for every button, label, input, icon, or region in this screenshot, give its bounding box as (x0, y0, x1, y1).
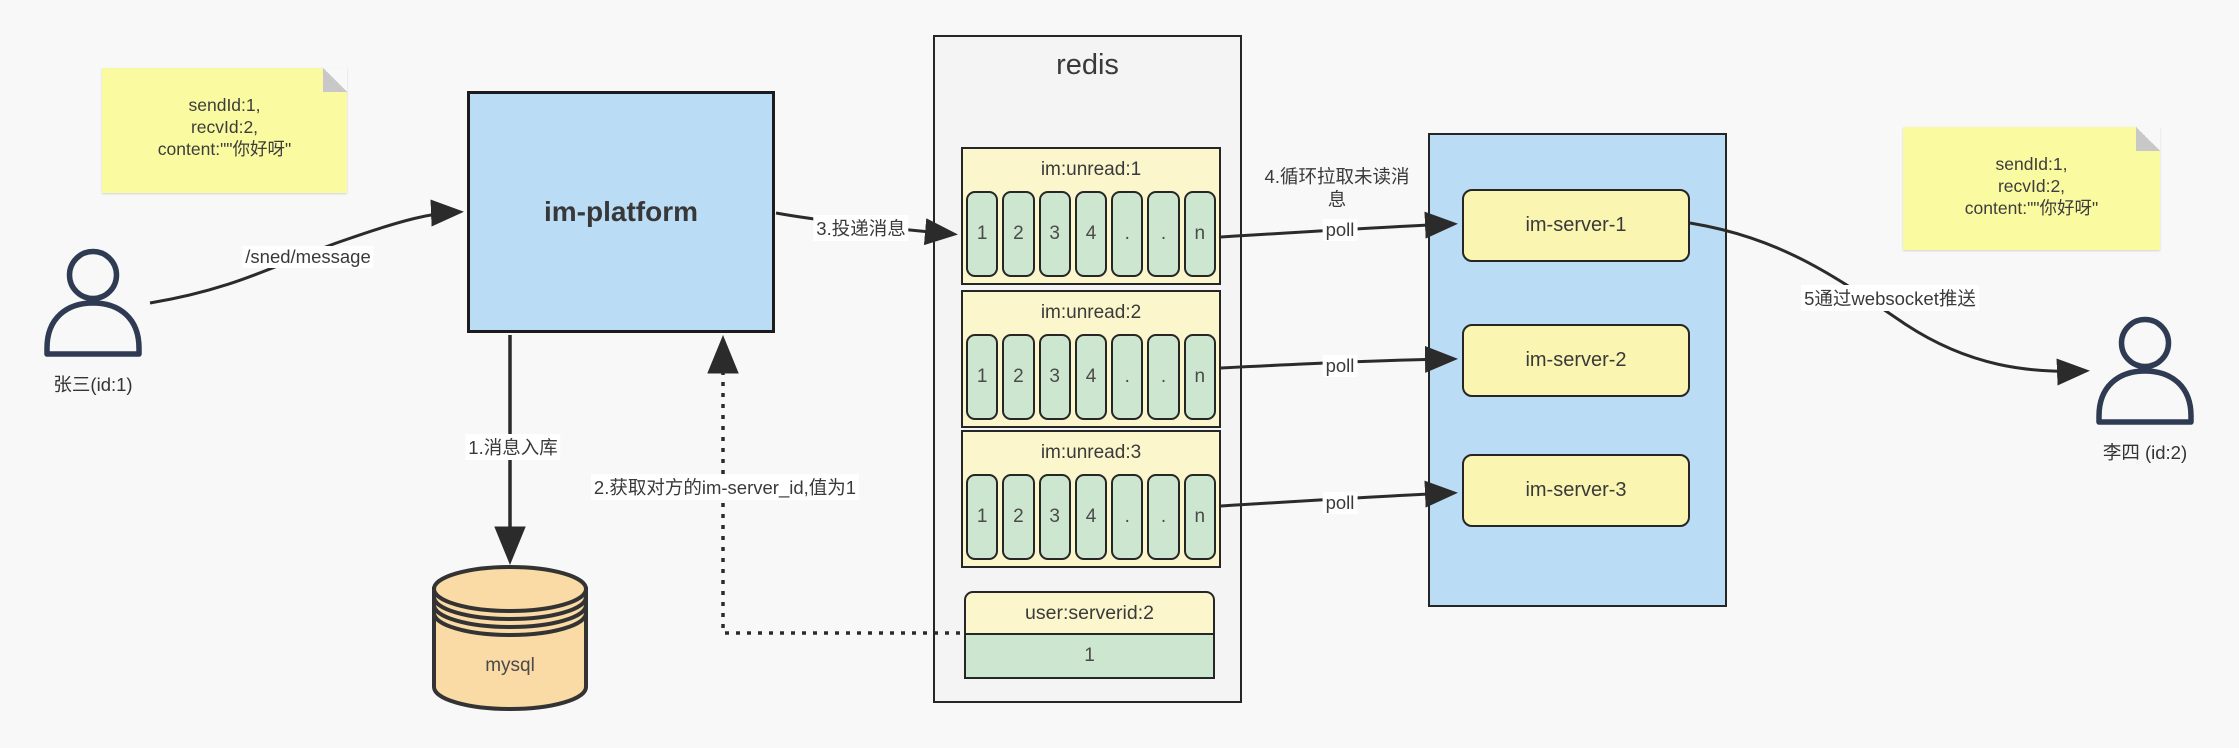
queue-cell: 4 (1074, 191, 1108, 277)
edge-label-push: 5通过websocket推送 (1801, 285, 1979, 311)
queue-cell: 3 (1038, 191, 1071, 277)
kv-header: user:serverid:2 (964, 591, 1215, 635)
note-line: content:""你好呀" (1964, 198, 2099, 218)
queue-header: im:unread:1 (1040, 159, 1142, 180)
edge-label-get-server: 2.获取对方的im-server_id,值为1 (590, 474, 860, 500)
edge-label-deliver: 3.投递消息 (813, 215, 909, 241)
queue-cell: n (1183, 334, 1216, 420)
database-cylinder-icon (432, 565, 588, 711)
person-icon (2096, 316, 2194, 425)
server-label: im-server-1 (1525, 214, 1627, 236)
note-line: sendId:1, (188, 95, 261, 115)
user-lisi: 李四 (id:2) (2090, 316, 2200, 465)
queue-cell: . (1111, 191, 1144, 277)
edge-label-poll-3: poll (1322, 492, 1358, 514)
message-note-left: sendId:1, recvId:2, content:""你好呀" (102, 68, 347, 193)
mysql-label: mysql (485, 655, 535, 676)
edge-label-poll-2: poll (1322, 355, 1358, 377)
message-note-right: sendId:1, recvId:2, content:""你好呀" (1903, 127, 2160, 250)
queue-cell: n (1183, 191, 1216, 277)
queue-cell: 2 (1002, 191, 1035, 277)
im-platform-label: im-platform (544, 196, 698, 227)
queue-im-unread-3: im:unread:3 1 2 3 4 . . n (961, 430, 1221, 568)
queue-header: im:unread:3 (1040, 442, 1142, 463)
edge-label-poll-1: poll (1322, 219, 1358, 241)
folded-corner-icon (323, 68, 347, 92)
im-server-1-node: im-server-1 (1462, 189, 1690, 262)
edge-label-send: /sned/message (242, 246, 374, 268)
queue-cell: 2 (1002, 334, 1035, 420)
queue-cell: . (1147, 474, 1180, 560)
im-server-2-node: im-server-2 (1462, 324, 1690, 397)
redis-container: redis im:unread:1 1 2 3 4 . . n im:unrea… (933, 35, 1242, 703)
queue-cell: 3 (1038, 334, 1071, 420)
queue-im-unread-2: im:unread:2 1 2 3 4 . . n (961, 290, 1221, 428)
note-line: recvId:2, (1997, 176, 2066, 196)
mysql-node: mysql (430, 563, 590, 715)
queue-cell: 1 (966, 334, 999, 420)
queue-cell: n (1183, 474, 1216, 560)
queue-cell: . (1147, 334, 1180, 420)
queue-cell: 4 (1074, 334, 1108, 420)
server-label: im-server-2 (1525, 349, 1627, 371)
user-label: 张三(id:1) (53, 374, 133, 395)
note-line: content:""你好呀" (157, 139, 292, 159)
queue-cell: . (1111, 334, 1144, 420)
edge-label-pull: 4.循环拉取未读消息 (1264, 166, 1410, 210)
server-label: im-server-3 (1525, 479, 1627, 501)
user-label: 李四 (id:2) (2102, 442, 2188, 463)
user-serverid-record: user:serverid:2 1 (964, 591, 1215, 679)
folded-corner-icon (2136, 127, 2160, 151)
queue-im-unread-1: im:unread:1 1 2 3 4 . . n (961, 147, 1221, 285)
queue-cell: 4 (1074, 474, 1108, 560)
queue-cell: 3 (1038, 474, 1071, 560)
user-zhangsan: 张三(id:1) (38, 248, 148, 397)
kv-value: 1 (964, 635, 1215, 679)
queue-cell: . (1147, 191, 1180, 277)
redis-title: redis (1056, 49, 1119, 81)
person-icon (44, 248, 142, 357)
note-line: sendId:1, (1995, 154, 2068, 174)
im-platform-node: im-platform (467, 91, 775, 333)
queue-header: im:unread:2 (1040, 302, 1142, 323)
edge-label-store: 1.消息入库 (465, 434, 561, 460)
queue-cell: 1 (966, 474, 999, 560)
im-server-cluster: im-server-1 im-server-2 im-server-3 (1428, 133, 1727, 607)
queue-cell: 2 (1002, 474, 1035, 560)
queue-cell: . (1111, 474, 1144, 560)
queue-cell: 1 (966, 191, 999, 277)
im-server-3-node: im-server-3 (1462, 454, 1690, 527)
note-line: recvId:2, (190, 117, 259, 137)
